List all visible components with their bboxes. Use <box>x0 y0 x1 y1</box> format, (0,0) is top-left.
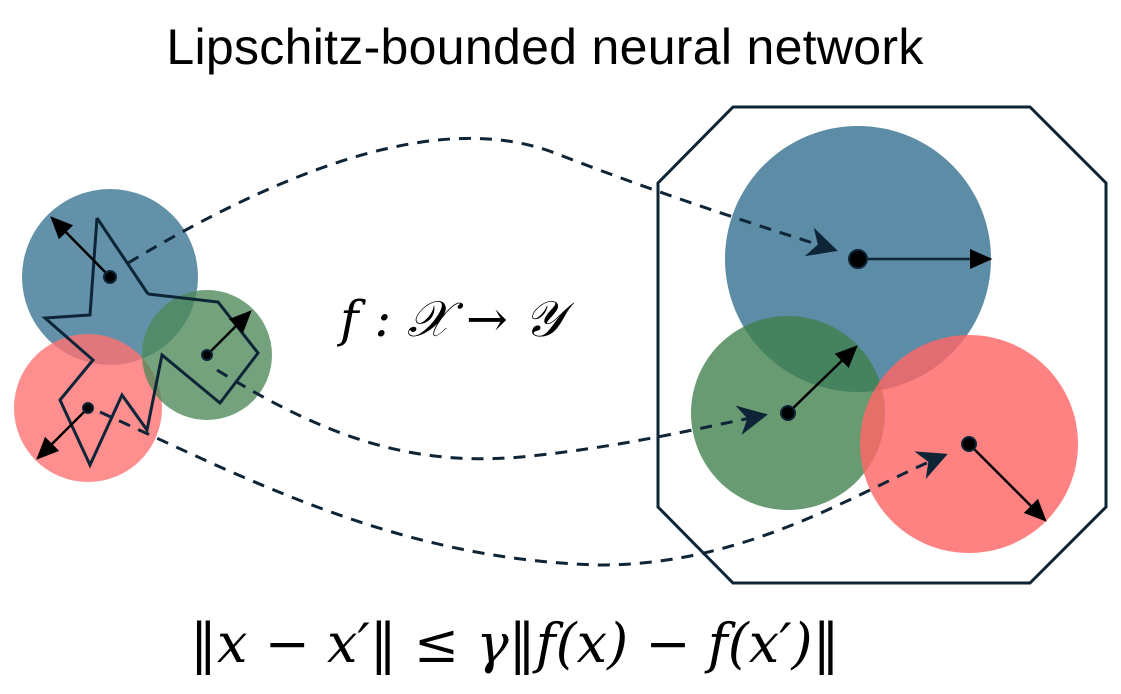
input-green-center <box>201 349 213 361</box>
output-balls <box>691 126 1078 553</box>
input-zigzag-path-upper <box>95 217 150 295</box>
output-red-center <box>961 436 977 452</box>
input-red-center <box>82 402 94 414</box>
input-red-radius-arrow <box>36 407 89 460</box>
output-green-center <box>780 405 796 421</box>
mapping-curve-blue <box>127 137 838 265</box>
input-green-radius-arrow <box>206 310 252 356</box>
output-green-radius-arrow <box>787 345 858 414</box>
diagram-title: Lipschitz-bounded neural network <box>166 19 924 75</box>
lipschitz-inequality: ‖x − x′‖ ≤ γ‖f(x) − f(x′)‖ <box>190 612 840 675</box>
input-blue-center <box>103 270 117 284</box>
input-balls <box>14 189 272 482</box>
output-red-radius-arrow <box>968 443 1047 522</box>
mapping-label: f : 𝒳 → 𝒴 <box>340 290 564 348</box>
input-zigzag-path <box>41 217 260 469</box>
output-blue-center <box>848 249 868 269</box>
input-blue-radius-arrow <box>50 216 111 278</box>
mapping-curve-red <box>99 410 948 567</box>
mapping-curve-green <box>216 368 768 461</box>
output-space-octagon <box>656 105 1108 585</box>
